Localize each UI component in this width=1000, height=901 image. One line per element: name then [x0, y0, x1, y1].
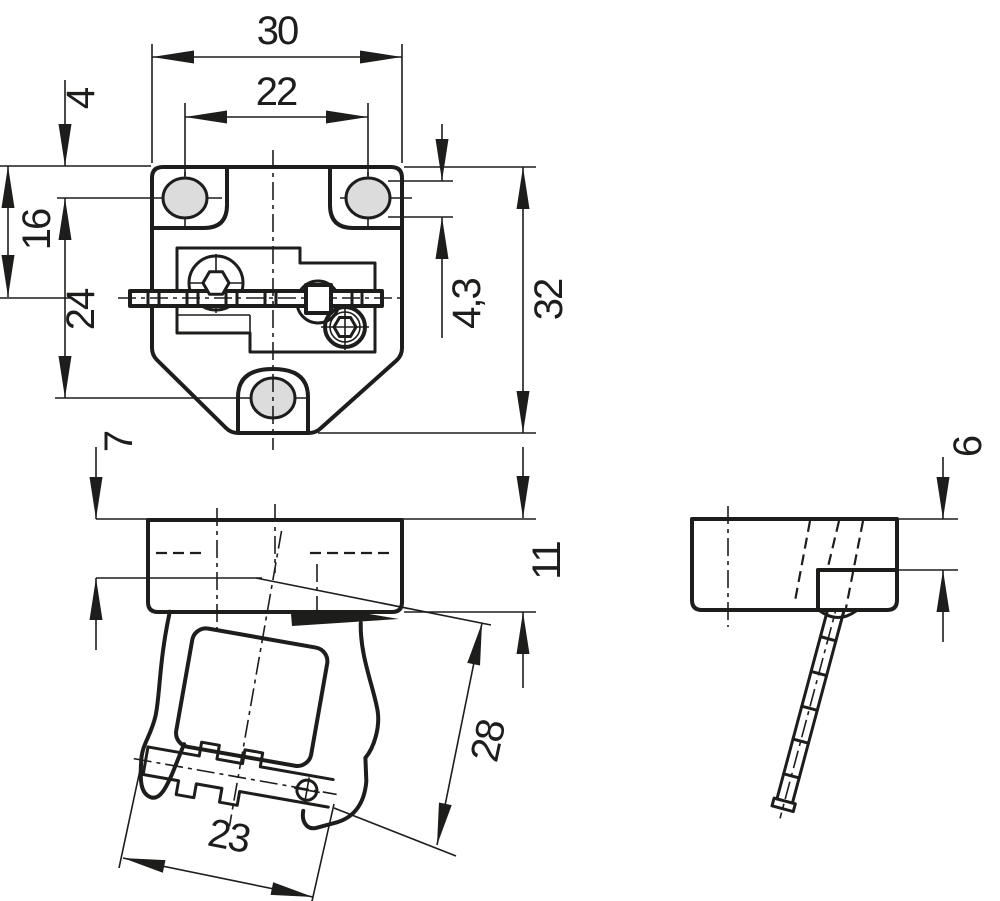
top-view-dimensions: 30 22 16 4 24 4,3 32 [1, 9, 571, 433]
lever-right-arm [300, 620, 381, 831]
front-view-extension-lines [96, 518, 536, 901]
mounting-hole-top-right [344, 176, 392, 220]
lever-rod-top [146, 740, 335, 782]
mounting-hole-top-left [161, 176, 209, 220]
hex-screw [321, 304, 369, 350]
hex-nut [201, 270, 231, 296]
dim-6-label: 6 [946, 436, 990, 457]
dim-11-label: 11 [525, 541, 569, 579]
actuator-bar [118, 270, 404, 315]
lever-left-arm [138, 609, 187, 800]
lever-rod-bottom [141, 773, 330, 809]
dim-4-3-label: 4,3 [445, 278, 489, 328]
dim-30-label: 30 [257, 9, 298, 53]
switch-body-side [690, 517, 899, 612]
pivot-collar-bump [818, 609, 858, 619]
pivot-plate-edge [291, 612, 399, 626]
dim-4-label: 4 [59, 87, 103, 109]
switch-body-front [146, 518, 404, 614]
dim-23-label: 23 [204, 811, 253, 862]
top-view: 30 22 16 4 24 4,3 32 [0, 9, 571, 450]
dim-7-label: 7 [97, 431, 141, 452]
side-view-hidden-lines [793, 520, 865, 609]
dim-28-label: 28 [463, 716, 515, 765]
front-view-dimensions: 7 11 28 23 [89, 431, 569, 898]
front-view: 7 11 28 23 [89, 431, 569, 901]
side-view-dimensions: 6 [899, 436, 990, 642]
pocket-top-right [328, 165, 404, 230]
clamp-block [304, 283, 333, 315]
dim-16-label: 16 [15, 209, 59, 250]
shaft-end-cap [770, 796, 797, 814]
dim-24-label: 24 [59, 288, 103, 330]
pocket-top-left [150, 165, 229, 230]
front-view-centerlines [156, 504, 392, 631]
side-view: 6 [690, 436, 990, 819]
dim-32-label: 32 [527, 279, 571, 320]
lever-shaft-side [770, 595, 848, 819]
dim-22-label: 22 [256, 70, 297, 114]
roller-lever [133, 530, 381, 831]
